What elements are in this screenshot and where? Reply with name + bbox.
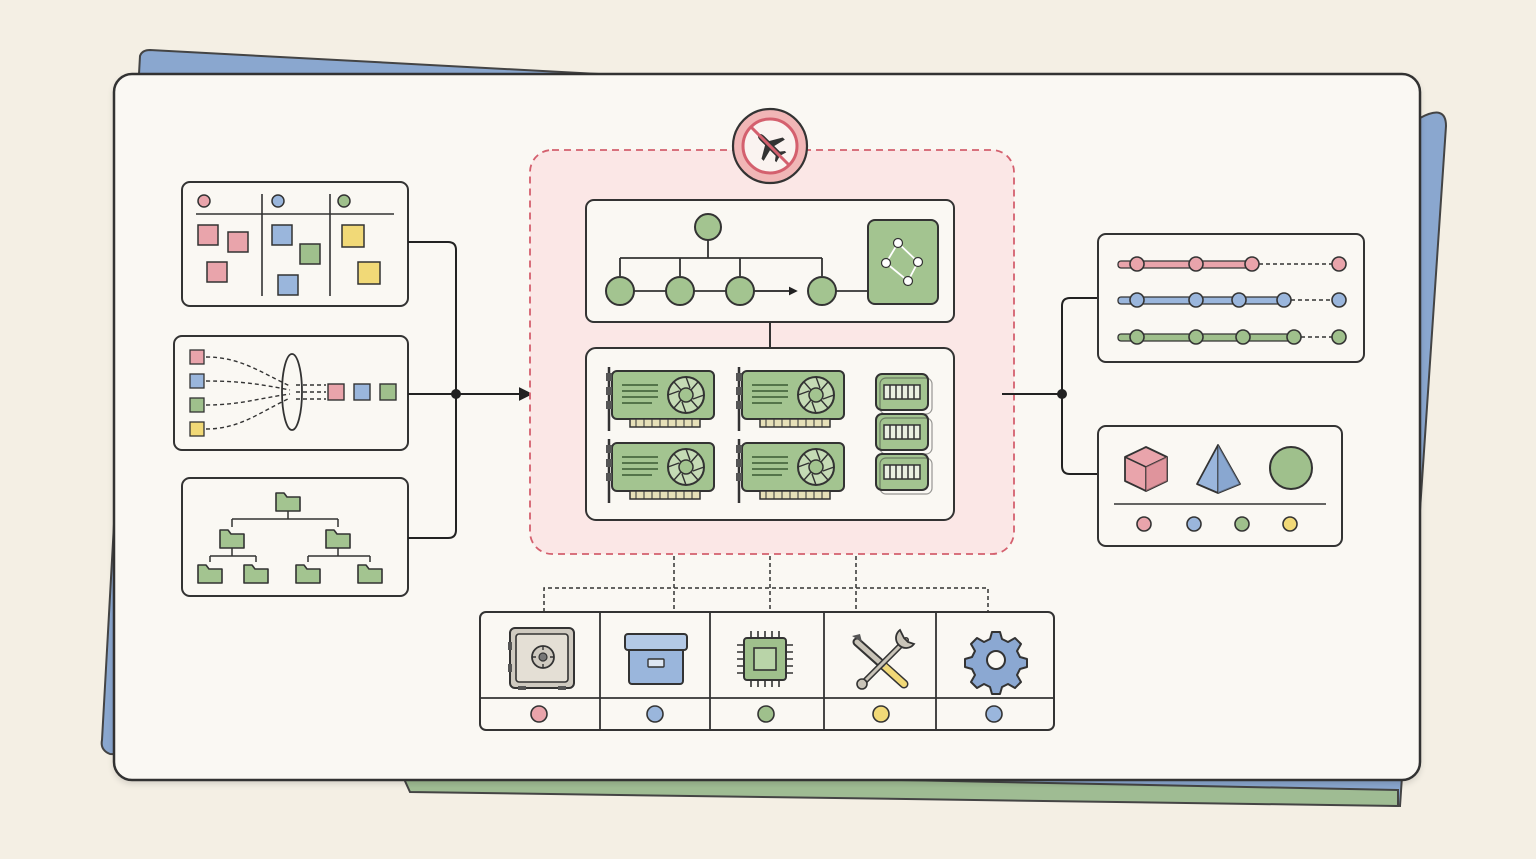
gear-icon <box>964 631 1028 695</box>
resource-dot-green <box>757 705 775 723</box>
data-funnel-icon <box>173 335 409 451</box>
timeline-icon <box>1097 233 1365 363</box>
status-dot-blue <box>1186 516 1202 532</box>
resource-dot-pink <box>530 705 548 723</box>
status-dot-green <box>1234 516 1250 532</box>
pyramid-icon <box>1196 444 1241 494</box>
kanban-board-icon <box>181 181 409 307</box>
status-dot-yellow <box>1282 516 1298 532</box>
cube-icon <box>1124 446 1168 492</box>
output-junction <box>1057 389 1067 399</box>
storage-box-icon <box>624 633 688 685</box>
sphere-icon <box>1269 446 1313 490</box>
input-junction <box>451 389 461 399</box>
folder-tree-icon <box>181 477 409 597</box>
pipeline-graph-icon <box>585 199 955 323</box>
status-dot-pink <box>1136 516 1152 532</box>
resource-connectors <box>543 556 989 612</box>
resource-dot-blue <box>646 705 664 723</box>
resource-dot-blue <box>985 705 1003 723</box>
no-airplane-icon <box>731 107 809 185</box>
resource-dot-yellow <box>872 705 890 723</box>
memory-module-icon <box>875 453 933 495</box>
output-connectors <box>1002 297 1098 475</box>
tools-icon <box>852 628 916 690</box>
memory-module-icon <box>875 413 933 455</box>
safe-icon <box>508 627 575 690</box>
graph-node-icon <box>867 219 939 305</box>
memory-module-icon <box>875 373 933 415</box>
cpu-chip-icon <box>737 631 793 687</box>
